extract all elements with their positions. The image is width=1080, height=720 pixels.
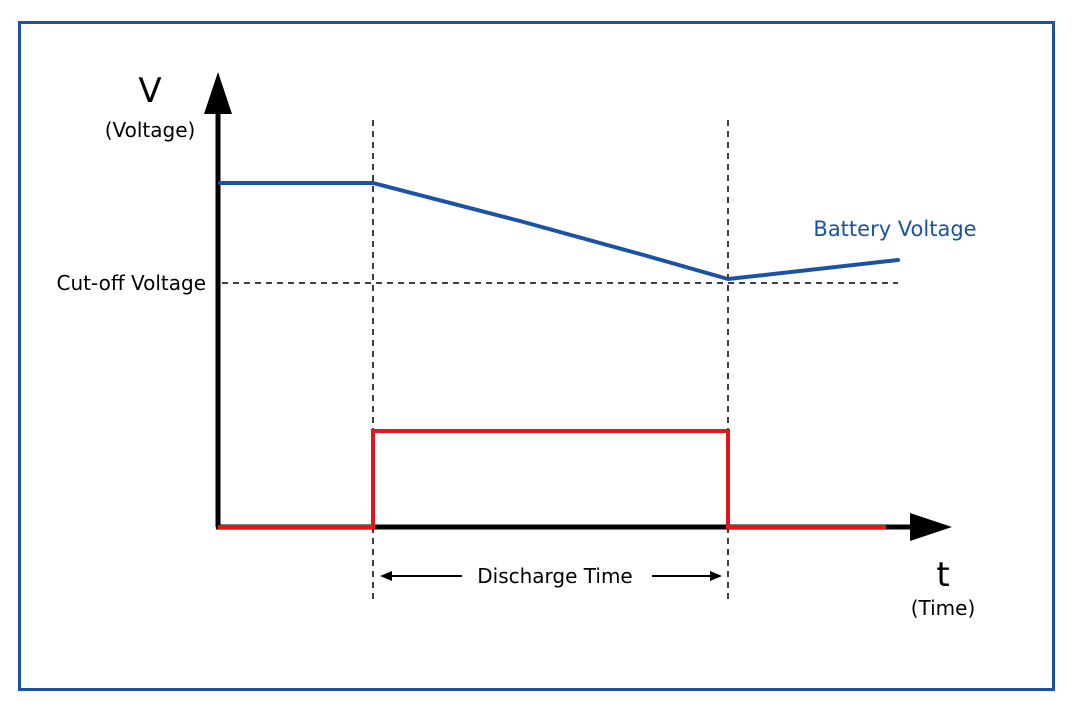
x-axis-symbol: t: [936, 555, 949, 595]
x-axis-name: (Time): [911, 596, 976, 620]
battery-voltage-line: [218, 181, 900, 281]
diagram-frame: [18, 21, 1055, 691]
battery-voltage-label: Battery Voltage: [813, 217, 976, 241]
x-axis-arrowhead: [910, 513, 952, 541]
y-axis-arrowhead: [204, 72, 232, 114]
discharge-time-label: Discharge Time: [477, 564, 632, 588]
y-axis-symbol: V: [138, 71, 161, 111]
cutoff-voltage-label: Cut-off Voltage: [57, 271, 206, 295]
y-axis-name: (Voltage): [105, 118, 196, 142]
discharge-pulse-line: [218, 429, 886, 529]
